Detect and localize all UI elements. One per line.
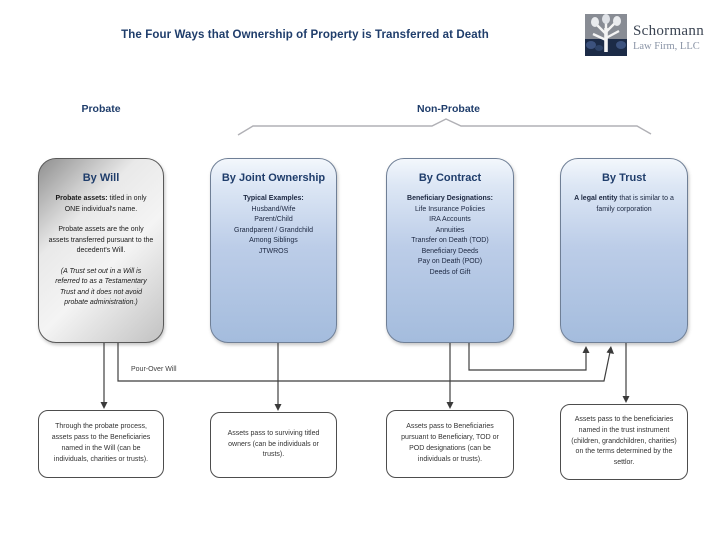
connector-pour-over-will: [117, 343, 611, 382]
outcome-by-contract: Assets pass to Beneficiaries pursuant to…: [386, 410, 514, 478]
arrowhead-down: [100, 402, 108, 409]
connector-contract-to-trust: [468, 343, 587, 371]
list-item: JTWROS: [258, 247, 289, 255]
arrowhead-down: [274, 404, 282, 411]
firm-name: Schormann: [632, 23, 704, 39]
list-item: Grandparent / Grandchild: [234, 226, 313, 234]
testamentary-trust-note: (A Trust set out in a Will is referred t…: [55, 267, 147, 307]
legal-entity-rest: that is similar to a family corporation: [596, 195, 674, 213]
firm-logo-text: Schormann Law Firm, LLC: [633, 23, 704, 52]
box-by-trust: By Trust A legal entity that is similar …: [560, 158, 688, 343]
box-by-joint-ownership: By Joint Ownership Typical Examples: Hus…: [210, 158, 337, 343]
outcome-by-trust: Assets pass to the beneficiaries named i…: [560, 404, 688, 480]
probate-assets-lead: Probate assets:: [55, 195, 108, 202]
list-item: Pay on Death (POD): [417, 258, 483, 265]
firm-logo: Schormann Law Firm, LLC: [584, 14, 704, 61]
box-by-joint-ownership-title: By Joint Ownership: [221, 172, 326, 184]
probate-assets-rest: titled in only ONE individual's name.: [64, 195, 147, 213]
page-title: The Four Ways that Ownership of Property…: [121, 29, 489, 41]
non-probate-brace: [237, 118, 652, 136]
list-item: Deeds of Gift: [429, 268, 471, 276]
legal-entity-lead: A legal entity: [574, 195, 618, 202]
box-by-contract: By Contract Beneficiary Designations: Li…: [386, 158, 514, 343]
list-item: Among Siblings: [249, 237, 298, 244]
arrowhead-down: [446, 402, 454, 409]
list-item: IRA Accounts: [429, 216, 471, 223]
box-by-contract-body: Beneficiary Designations: Life Insurance…: [387, 194, 513, 278]
outcome-by-joint-ownership: Assets pass to surviving titled owners (…: [210, 412, 337, 478]
list-item: Parent/Child: [254, 216, 293, 223]
beneficiary-designations-heading: Beneficiary Designations:: [407, 195, 493, 202]
box-by-will-title: By Will: [82, 172, 120, 184]
probate-label: Probate: [81, 103, 121, 115]
arrowhead-down: [622, 396, 630, 403]
box-by-joint-ownership-body: Typical Examples: Husband/Wife Parent/Ch…: [211, 194, 336, 257]
box-by-trust-body: A legal entity that is similar to a fami…: [561, 194, 687, 215]
arrowhead-up: [582, 346, 590, 353]
list-item: Life Insurance Policies: [414, 205, 486, 213]
arrowhead-up: [606, 346, 614, 354]
box-by-trust-title: By Trust: [601, 172, 646, 184]
box-by-will: By Will Probate assets: titled in only O…: [38, 158, 164, 343]
list-item: Annuities: [435, 226, 465, 234]
probate-assets-para: Probate assets are the only assets trans…: [48, 226, 154, 254]
list-item: Transfer on Death (TOD): [411, 237, 489, 244]
non-probate-label: Non-Probate: [417, 103, 480, 115]
box-by-will-body: Probate assets: titled in only ONE indiv…: [39, 194, 163, 309]
typical-examples-heading: Typical Examples:: [243, 195, 304, 202]
box-by-contract-title: By Contract: [418, 172, 482, 184]
firm-subtitle: Law Firm, LLC: [632, 41, 700, 52]
tree-logo-icon: [584, 14, 627, 61]
outcome-by-will: Through the probate process, assets pass…: [38, 410, 164, 478]
list-item: Husband/Wife: [251, 205, 296, 213]
list-item: Beneficiary Deeds: [421, 247, 479, 255]
pour-over-will-label: Pour-Over Will: [131, 366, 177, 373]
